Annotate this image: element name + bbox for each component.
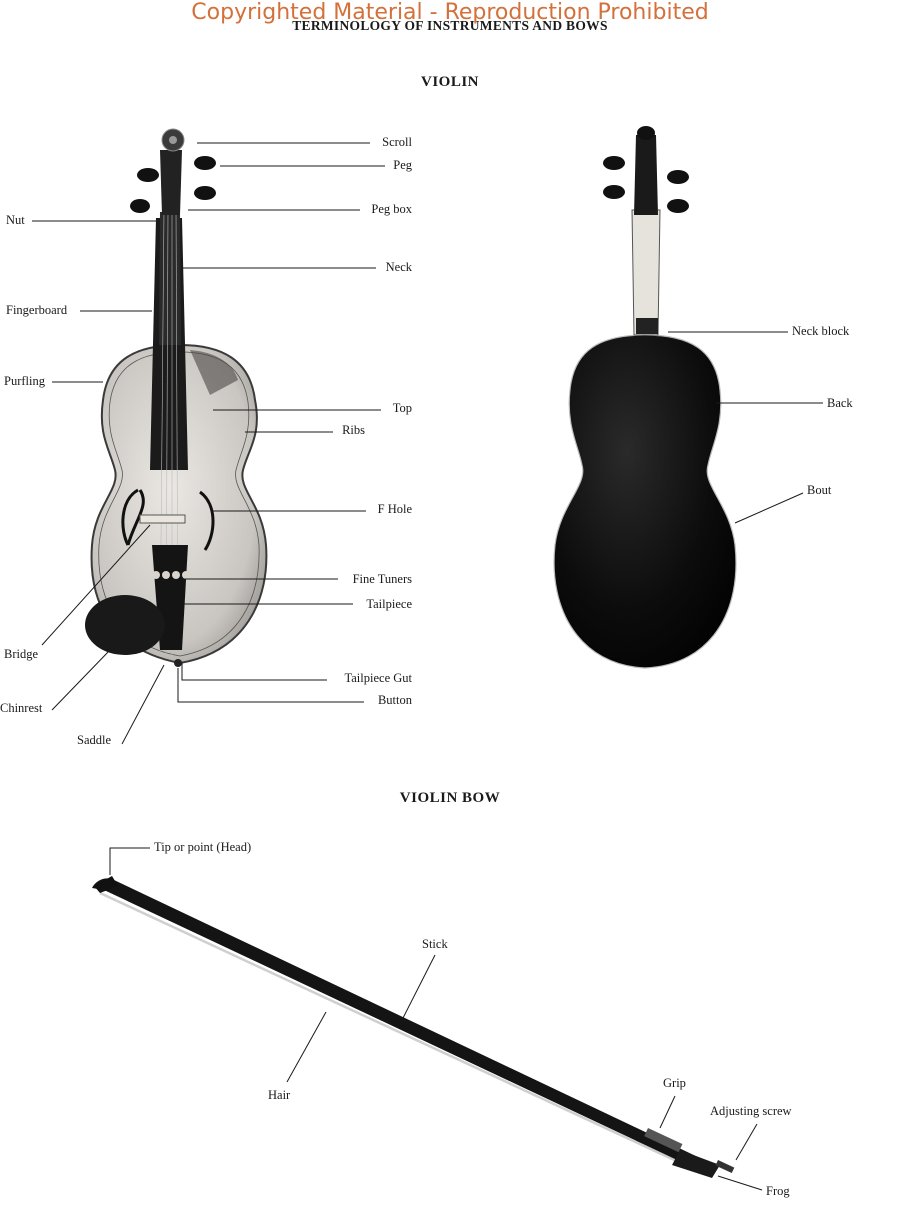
- label-neck-block: Neck block: [792, 324, 850, 338]
- violin-bow-image: [92, 876, 735, 1178]
- label-button: Button: [377, 693, 412, 707]
- label-saddle: Saddle: [77, 733, 112, 747]
- label-nut: Nut: [6, 213, 25, 227]
- label-purfling: Purfling: [4, 374, 45, 388]
- label-ribs: Ribs: [342, 423, 365, 437]
- leader-adjusting-screw: [735, 1123, 758, 1161]
- label-bout: Bout: [807, 483, 832, 497]
- label-hair: Hair: [268, 1088, 291, 1102]
- label-bridge: Bridge: [4, 647, 39, 661]
- label-back: Back: [827, 396, 853, 410]
- label-tailpiece: Tailpiece: [366, 597, 412, 611]
- leader-bridge: [41, 524, 151, 646]
- leader-frog: [717, 1175, 763, 1191]
- label-scroll: Scroll: [382, 135, 412, 149]
- leader-tailpiece-gut: [181, 662, 327, 681]
- leader-hair: [286, 1011, 327, 1083]
- label-fine-tuners: Fine Tuners: [352, 572, 412, 586]
- leader-tip: [109, 847, 150, 875]
- leader-chinrest: [51, 649, 111, 711]
- label-peg-box: Peg box: [371, 202, 412, 216]
- page-title: TERMINOLOGY OF INSTRUMENTS AND BOWS: [292, 18, 608, 33]
- leader-saddle: [121, 664, 165, 745]
- leader-grip: [659, 1095, 676, 1129]
- label-neck: Neck: [385, 260, 412, 274]
- label-top: Top: [392, 401, 412, 415]
- label-chinrest: Chinrest: [0, 701, 43, 715]
- label-frog: Frog: [766, 1184, 790, 1198]
- label-grip: Grip: [663, 1076, 686, 1090]
- leader-button: [177, 668, 364, 703]
- leader-stick: [402, 954, 436, 1019]
- bow-section-title: VIOLIN BOW: [399, 790, 501, 806]
- violin-front-image: [85, 128, 268, 667]
- label-stick: Stick: [422, 937, 448, 951]
- leader-bout: [734, 492, 804, 524]
- violin-section-title: VIOLIN: [420, 74, 479, 90]
- label-adjusting-screw: Adjusting screw: [710, 1104, 792, 1118]
- violin-back-image: [553, 126, 737, 669]
- copyright-watermark: Copyrighted Material - Reproduction Proh…: [191, 0, 709, 25]
- label-fingerboard: Fingerboard: [6, 303, 68, 317]
- label-tip: Tip or point (Head): [154, 840, 252, 854]
- label-peg: Peg: [393, 158, 412, 172]
- label-f-hole: F Hole: [377, 502, 412, 516]
- label-tailpiece-gut: Tailpiece Gut: [344, 671, 413, 685]
